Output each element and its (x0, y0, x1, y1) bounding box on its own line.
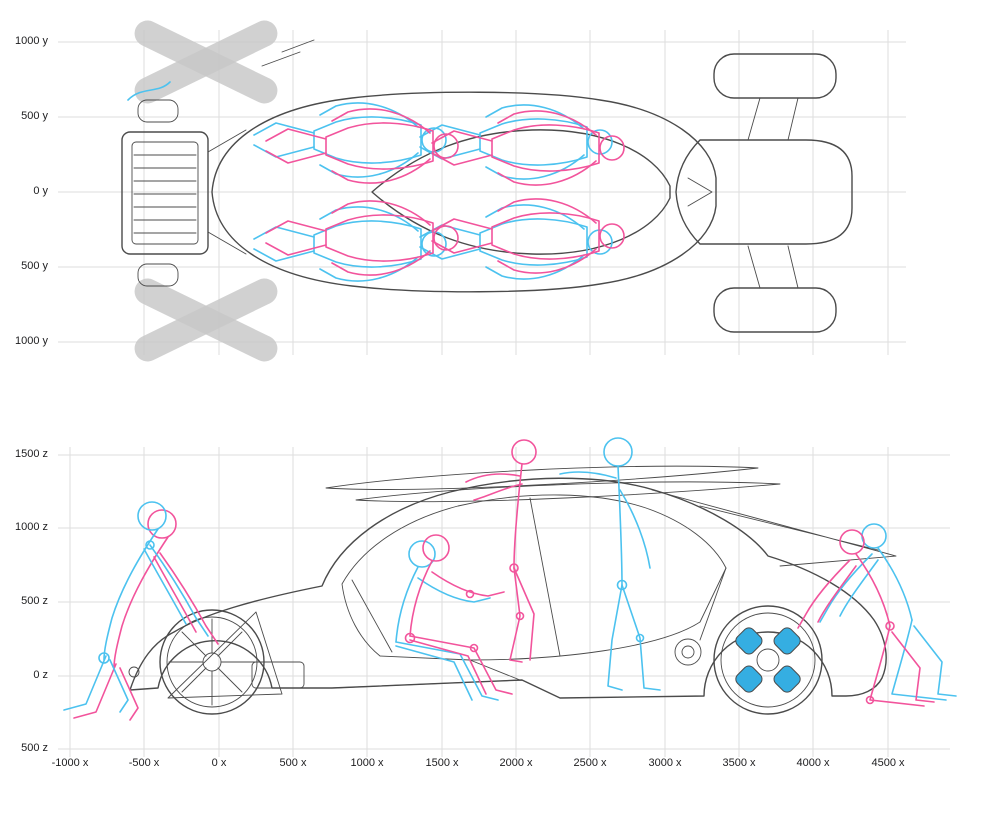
figure-driver-pink (404, 534, 513, 695)
top-y-label-1000a: 1000 y (14, 35, 48, 47)
side-z-label-0: 0 z (33, 669, 48, 681)
side-z-label-500b: 500 z (21, 742, 48, 754)
figure-roof-reacher-pink (465, 439, 537, 663)
figure-front-bender-pink (73, 509, 219, 721)
top-y-label-0: 0 y (33, 185, 48, 197)
folded-rotor-front-top-icon (134, 20, 278, 104)
side-z-label-1000: 1000 z (14, 521, 48, 533)
figure-rear-kneeler-cyan (819, 523, 957, 701)
x-label-n1000: -1000 x (51, 757, 89, 769)
x-label-2500: 2500 x (573, 757, 607, 769)
top-y-label-1000b: 1000 y (14, 335, 48, 347)
top-y-label-500a: 500 y (21, 110, 48, 122)
x-label-1500: 1500 x (425, 757, 459, 769)
x-label-500: 500 x (279, 757, 307, 769)
x-label-0: 0 x (211, 757, 227, 769)
x-label-1000: 1000 x (350, 757, 384, 769)
side-view (58, 437, 957, 757)
x-label-2000: 2000 x (499, 757, 533, 769)
rear-wheel-inserts (735, 627, 801, 693)
x-label-3500: 3500 x (722, 757, 756, 769)
folded-rotor-front-bottom-icon (134, 278, 278, 362)
x-label-4000: 4000 x (796, 757, 830, 769)
x-label-3000: 3000 x (648, 757, 682, 769)
top-view (58, 20, 906, 362)
figure-driver-cyan (395, 540, 499, 701)
x-label-n500: -500 x (128, 757, 160, 769)
figure-roof-reacher-cyan (559, 437, 661, 691)
side-view-grid (58, 447, 950, 757)
top-y-label-500b: 500 y (21, 260, 48, 272)
antenna-squiggle (127, 81, 171, 101)
x-label-4500: 4500 x (871, 757, 905, 769)
figure-front-bender-cyan (63, 501, 209, 713)
side-z-label-500a: 500 z (21, 595, 48, 607)
side-z-label-1500: 1500 z (14, 448, 48, 460)
figure-rear-kneeler-pink (797, 529, 935, 707)
